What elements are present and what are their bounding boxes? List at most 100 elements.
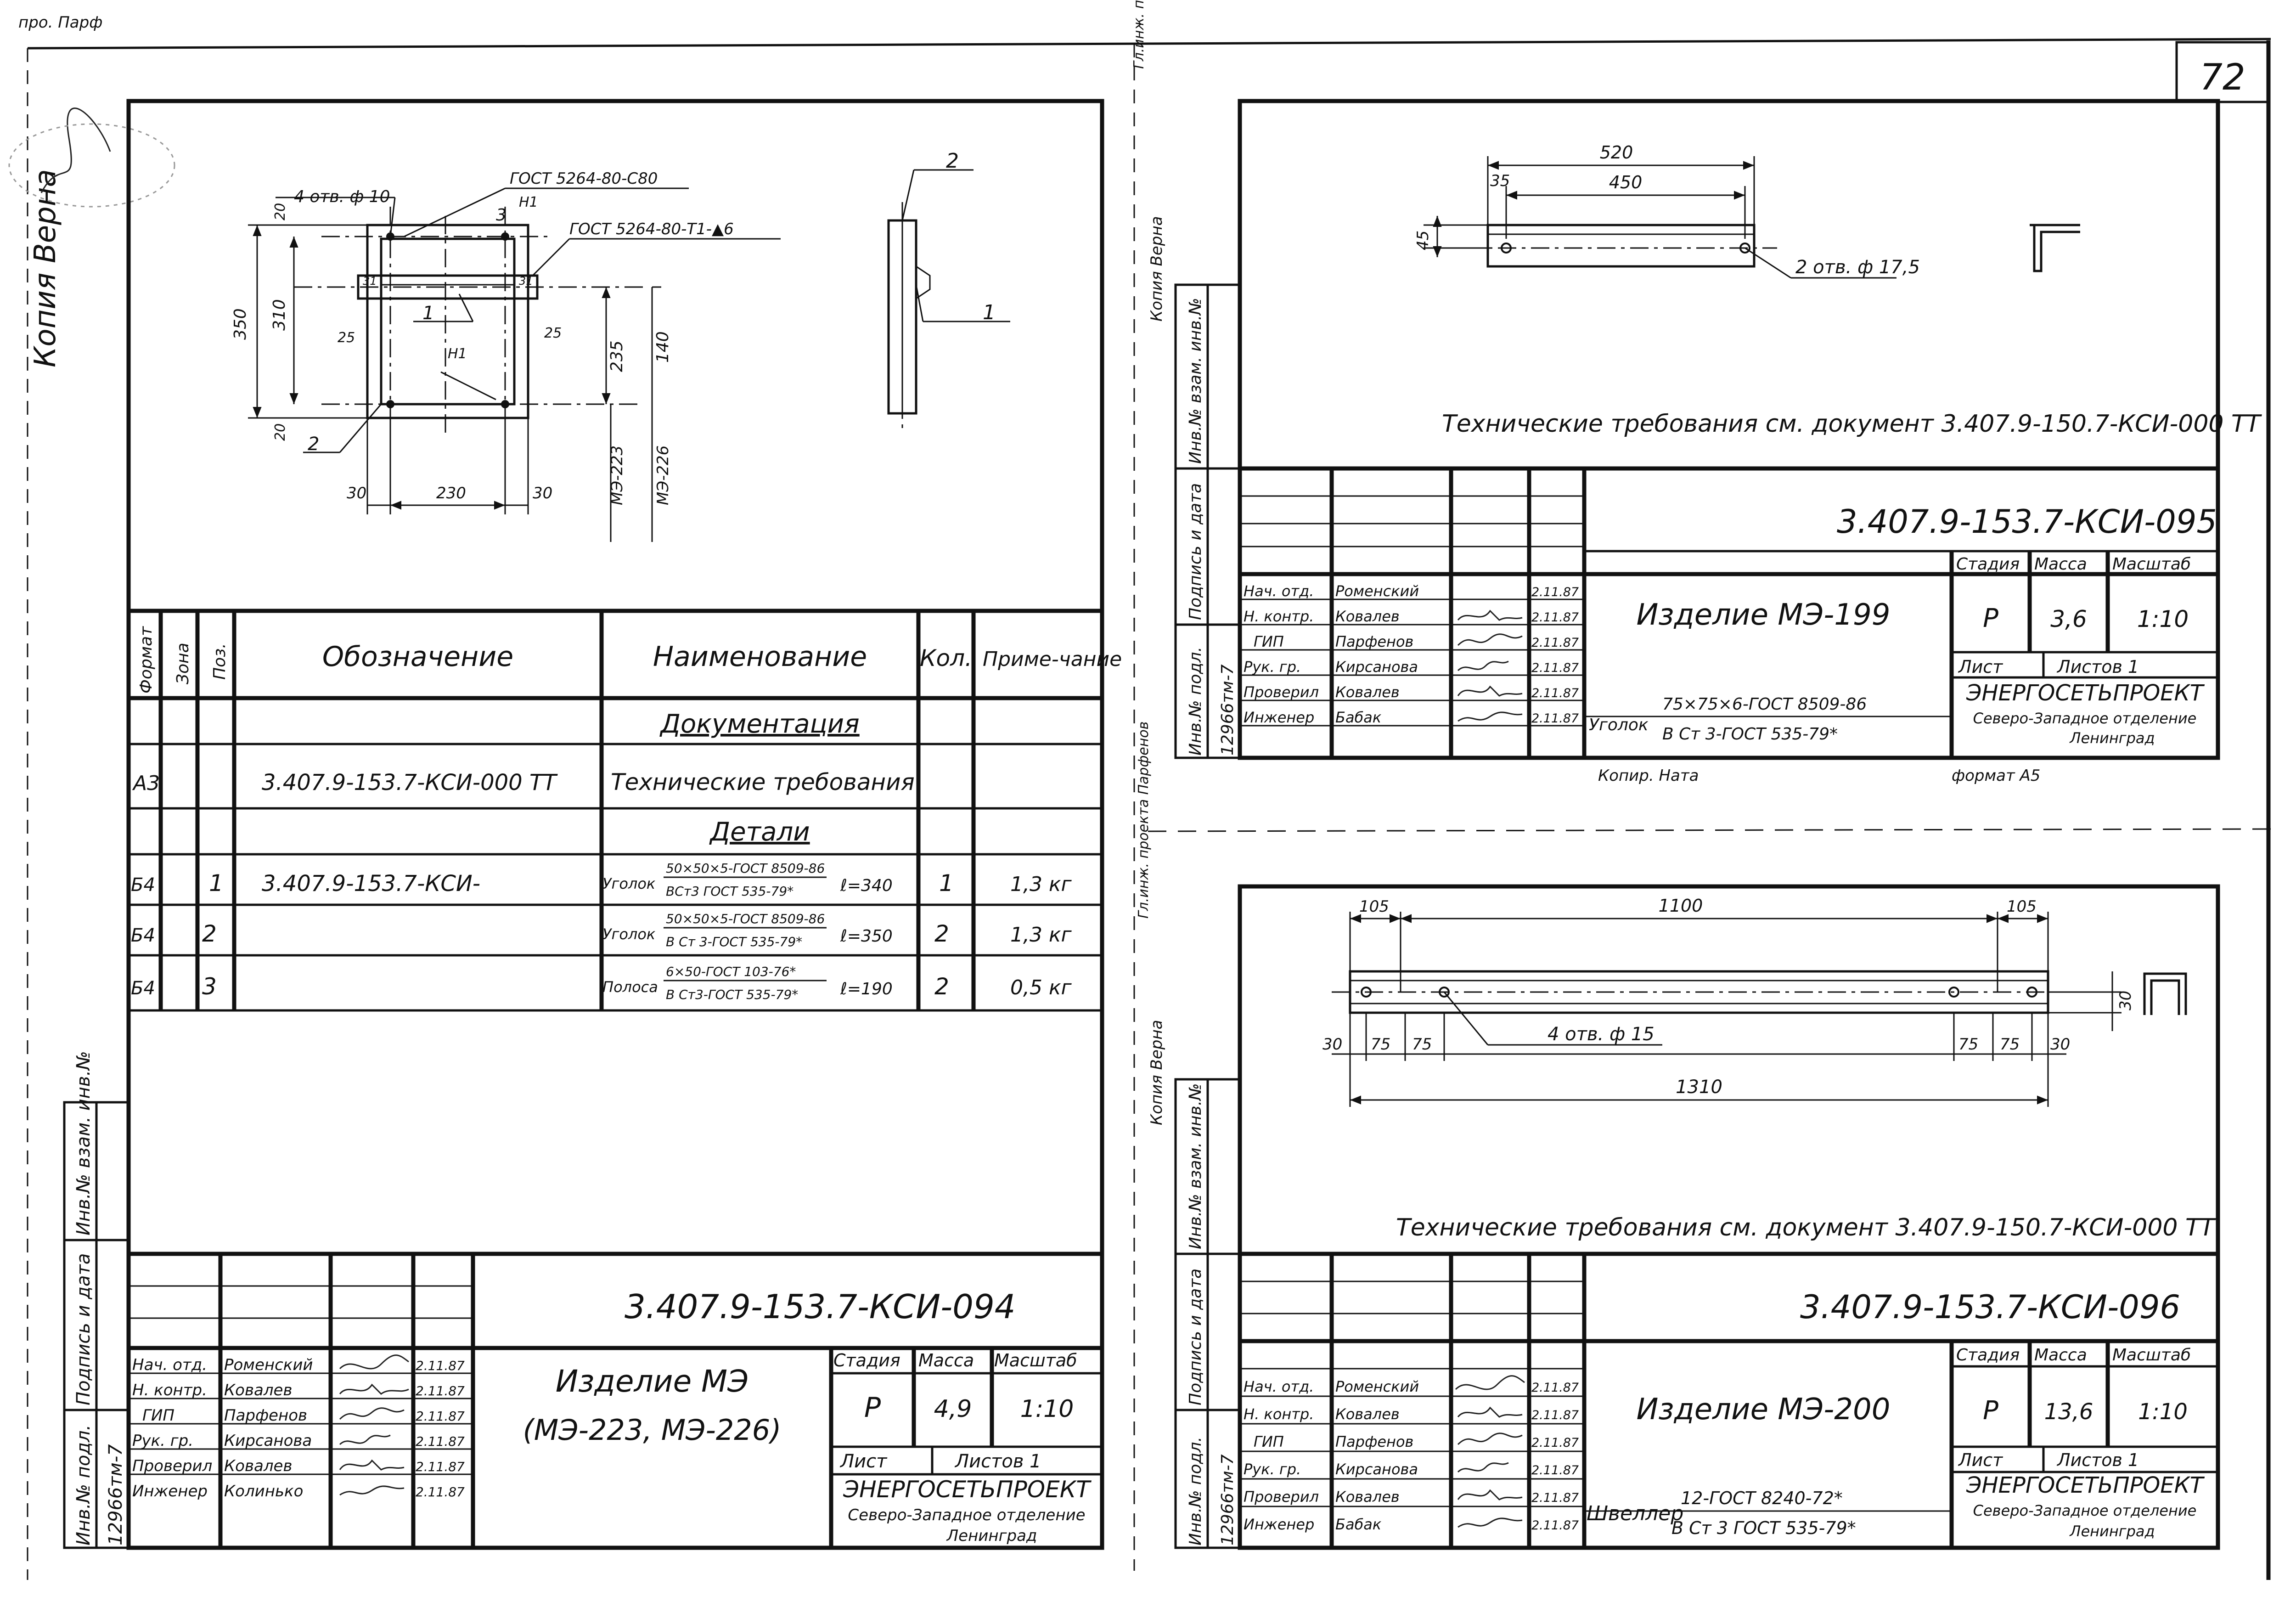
copy-verified-stamp: Копия Верна: [28, 169, 62, 367]
org-division: Северо-Западное отделение: [1973, 710, 2197, 727]
stamp-signature: [40, 107, 111, 193]
signature: [339, 1434, 391, 1445]
row-item: Полоса: [602, 978, 658, 996]
person-name: Ковалев: [1335, 683, 1400, 701]
person-name: Кирсанова: [224, 1432, 312, 1450]
mass-label: Масса: [2034, 555, 2087, 574]
angle-piece-view: 520 35 450 45 2 отв. ф 17,5: [1414, 142, 2080, 279]
signature: [339, 1459, 405, 1471]
org-name: ЭНЕРГОСЕТЬПРОЕКТ: [1966, 1472, 2205, 1498]
role-label: Инженер: [1244, 709, 1314, 726]
row-spec-top: 50×50×5-ГОСТ 8509-86: [666, 861, 825, 876]
scale-label: Масштаб: [994, 1350, 1077, 1370]
row-length: ℓ=350: [840, 927, 893, 946]
side-pos-1-label: 1: [983, 301, 996, 324]
side-label-inv-podl: Инв.№ подл.: [73, 1425, 94, 1545]
signature: [1458, 1517, 1523, 1528]
role-label: Н. контр.: [1244, 1405, 1314, 1423]
person-name: Кирсанова: [1335, 1461, 1418, 1478]
sheet-label: Лист: [839, 1451, 888, 1472]
side-strip-left: Инв.№ взам. инв.№ Подпись и дата Инв.№ п…: [63, 1051, 130, 1549]
role-label: Проверил: [132, 1457, 212, 1475]
row-format: Б4: [131, 978, 155, 999]
doc-title: Изделие МЭ-199: [1637, 598, 1891, 632]
note-gost-angle: ГОСТ 5264-80-С80: [510, 169, 658, 188]
note-holes: 4 отв. ф 15: [1548, 1024, 1654, 1045]
note-n1-top: Н1: [519, 194, 538, 210]
person-name: Кирсанова: [1335, 658, 1418, 676]
specification-table: Формат Зона Поз. Обозначение Наименовани…: [129, 609, 1122, 1012]
person-name: Парфенов: [1335, 633, 1413, 650]
assembly-side-view: [887, 202, 931, 432]
sheets-label: Листов 1: [2056, 657, 2139, 677]
dimension-lines-094: [248, 169, 1010, 542]
doc-code: 3.407.9-153.7-КСИ-095: [1837, 503, 2217, 541]
dim-25-right: 25: [544, 325, 562, 341]
dim-30-right: 30: [533, 484, 552, 502]
dim-20-bottom: 20: [272, 423, 288, 441]
note-gost-strip: ГОСТ 5264-80-Т1-▲6: [569, 220, 734, 238]
edge-note-top-right: Гл.инж. прое. Парфе: [1131, 0, 1147, 69]
dim-35: 35: [1490, 172, 1510, 190]
sheet-096: Инв.№ взам. инв.№ Подпись и дата Инв.№ п…: [1174, 884, 2220, 1550]
angle-section-symbol: [2030, 224, 2080, 272]
side-label-inv-no: 12966тм-7: [1218, 1454, 1237, 1545]
scale-value: 1:10: [2138, 1399, 2188, 1425]
row-format: Б4: [131, 874, 155, 896]
dim-450: 450: [1609, 172, 1643, 192]
stage-value: Р: [1983, 1396, 1998, 1426]
dim-105-left: 105: [1359, 897, 1389, 916]
date: 2.11.87: [1531, 1491, 1579, 1505]
pos-2-label: 2: [308, 434, 319, 455]
role-label: Проверил: [1244, 1488, 1319, 1506]
copy-verified-stamp-right-lower: Копия Верна: [1148, 1020, 1166, 1125]
person-name: Бабак: [1335, 709, 1382, 726]
person-name: Парфенов: [224, 1406, 307, 1425]
dim-31-right: 31: [519, 275, 533, 288]
signature: [1457, 685, 1523, 697]
signature: [1458, 711, 1523, 722]
role-label: Н. контр.: [1244, 608, 1314, 625]
date: 2.11.87: [1531, 1408, 1579, 1422]
mass-label: Масса: [2034, 1346, 2087, 1365]
person-name: Ковалев: [1335, 1488, 1400, 1506]
person-name: Ковалев: [224, 1381, 293, 1399]
side-label-inv-vzam: Инв.№ взам. инв.№: [1186, 1083, 1205, 1249]
date: 2.11.87: [416, 1409, 465, 1424]
dim-30-right: 30: [2050, 1035, 2070, 1054]
role-label: Нач. отд.: [132, 1356, 207, 1374]
row-length: ℓ=190: [840, 980, 893, 998]
doc-code: 3.407.9-153.7-КСИ-094: [625, 1287, 1016, 1326]
row-item: Уголок: [602, 925, 656, 943]
person-name: Роменский: [1335, 1378, 1419, 1395]
row-spec-top: 50×50×5-ГОСТ 8509-86: [666, 911, 825, 926]
header-note: Приме-чание: [983, 648, 1122, 671]
annotations-094: 4 отв. ф 10 ГОСТ 5264-80-С80 Н1 ГОСТ 526…: [231, 149, 996, 505]
row-note: 1,3 кг: [1010, 873, 1072, 896]
row-note: 0,5 кг: [1010, 976, 1072, 999]
side-label-inv-vzam: Инв.№ взам. инв.№: [73, 1051, 94, 1235]
dim-140: 140: [653, 331, 672, 363]
person-name: Роменский: [1335, 582, 1419, 600]
date: 2.11.87: [1531, 1463, 1579, 1478]
dim-520: 520: [1600, 142, 1633, 163]
dim-75-c: 75: [1958, 1035, 1978, 1054]
note-holes: 4 отв. ф 10: [294, 187, 390, 206]
stamp-oval: [8, 123, 175, 208]
sheet-095: Инв.№ взам. инв.№ Подпись и дата Инв.№ п…: [1174, 99, 2262, 785]
signatories: Нач. отд. Н. контр. ГИП Рук. гр. Провери…: [1244, 582, 1579, 726]
scale-value: 1:10: [2137, 606, 2189, 632]
org-division: Северо-Западное отделение: [1973, 1502, 2197, 1519]
table-row: Б4 3 Полоса 6×50-ГОСТ 103-76* В Ст3-ГОСТ…: [131, 964, 1072, 1002]
person-name: Ковалев: [1335, 608, 1400, 625]
tech-requirements-note: Технические требования см. документ 3.40…: [1396, 1214, 2217, 1241]
side-strip-095: Инв.№ взам. инв.№ Подпись и дата Инв.№ п…: [1174, 283, 1241, 759]
doc-title: Изделие МЭ: [556, 1364, 748, 1399]
date: 2.11.87: [1531, 686, 1579, 700]
row-designation: 3.407.9-153.7-КСИ-: [262, 871, 480, 897]
section-documentation: Документация: [659, 709, 859, 739]
org-name: ЭНЕРГОСЕТЬПРОЕКТ: [1966, 680, 2205, 706]
org-name: ЭНЕРГОСЕТЬПРОЕКТ: [843, 1476, 1092, 1503]
sheet-label: Лист: [1958, 657, 2003, 677]
